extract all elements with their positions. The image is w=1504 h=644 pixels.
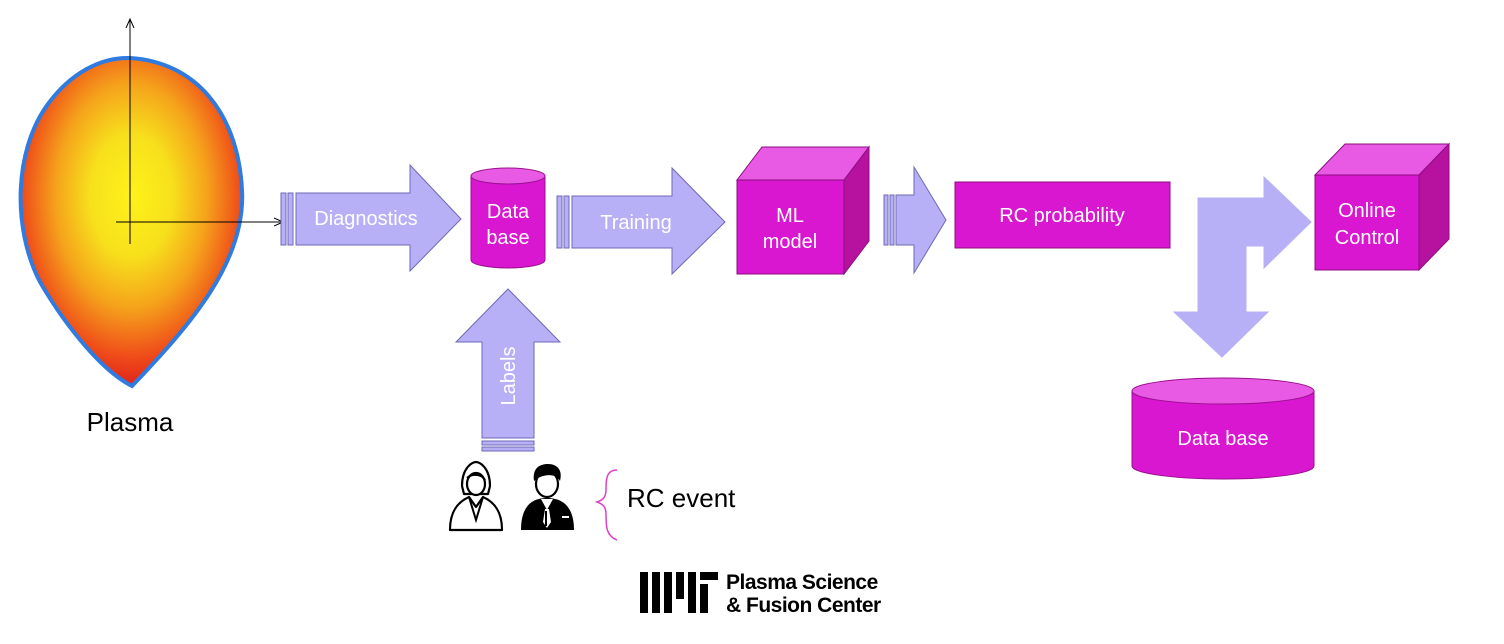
ml-to-rc-arrow-tail-stripe: [883, 194, 889, 246]
database-top-label-line2: base: [486, 227, 529, 249]
database-bottom: Data base: [1131, 377, 1315, 480]
database-top-body: [470, 176, 546, 269]
split-arrow: [1172, 175, 1312, 358]
labels-arrow-body: [454, 288, 562, 439]
ml-to-rc-arrow-tail-stripe: [889, 194, 895, 246]
online-control-label-line2: Control: [1335, 227, 1399, 249]
database-top-label-line1: Data: [487, 201, 530, 223]
plasma-label: Plasma: [87, 407, 174, 437]
database-top-lid: [470, 167, 546, 185]
diagnostics-arrow-tail-stripe: [287, 192, 294, 246]
training-arrow-label: Training: [600, 212, 672, 234]
rc-probability: RC probability: [954, 181, 1171, 249]
database-bottom-lid: [1131, 377, 1315, 405]
woman-icon: [448, 460, 504, 532]
ml-model-front-face: [736, 179, 845, 275]
split-arrow-shape: [1172, 175, 1312, 358]
rc-event-label: RC event: [627, 483, 736, 513]
diagnostics-arrow-body: [295, 163, 462, 273]
logo-line1: Plasma Science: [726, 571, 878, 594]
rc-event: RC event: [594, 469, 736, 541]
man-icon: [521, 464, 574, 530]
database-top: Data base: [470, 167, 546, 269]
diagnostics-arrow: Diagnostics: [280, 163, 462, 273]
rc-event-brace: [594, 469, 618, 541]
ml-to-rc-arrow: [883, 165, 947, 275]
labels-arrow-tail-stripe: [481, 446, 535, 452]
labels-arrow-label: Labels: [498, 347, 520, 406]
ml-model-label-line1: ML: [776, 205, 804, 227]
database-bottom-body: [1131, 391, 1315, 480]
ml-model: ML model: [735, 145, 871, 276]
diagnostics-arrow-label: Diagnostics: [314, 208, 417, 230]
logo-line2: & Fusion Center: [726, 594, 881, 617]
rc-probability-box: [954, 181, 1171, 249]
training-arrow-body: [571, 166, 726, 276]
labels-arrow: Labels: [454, 288, 562, 452]
training-arrow-tail-stripe: [556, 195, 563, 249]
plasma: Plasma: [18, 19, 283, 437]
ml-model-label-line2: model: [763, 231, 817, 253]
mit-logo-mark: [640, 572, 718, 613]
database-bottom-label: Data base: [1177, 428, 1268, 450]
online-control-label-line1: Online: [1338, 200, 1396, 222]
online-control-front-face: [1314, 174, 1420, 271]
rc-probability-label: RC probability: [999, 205, 1125, 227]
diagnostics-arrow-tail-stripe: [280, 192, 287, 246]
ml-to-rc-arrow-body: [895, 165, 947, 275]
labels-arrow-tail-stripe: [481, 440, 535, 446]
training-arrow: Training: [556, 166, 726, 276]
mit-psfc-logo: Plasma Science & Fusion Center: [640, 571, 882, 617]
training-arrow-tail-stripe: [563, 195, 570, 249]
online-control: Online Control: [1313, 142, 1451, 272]
